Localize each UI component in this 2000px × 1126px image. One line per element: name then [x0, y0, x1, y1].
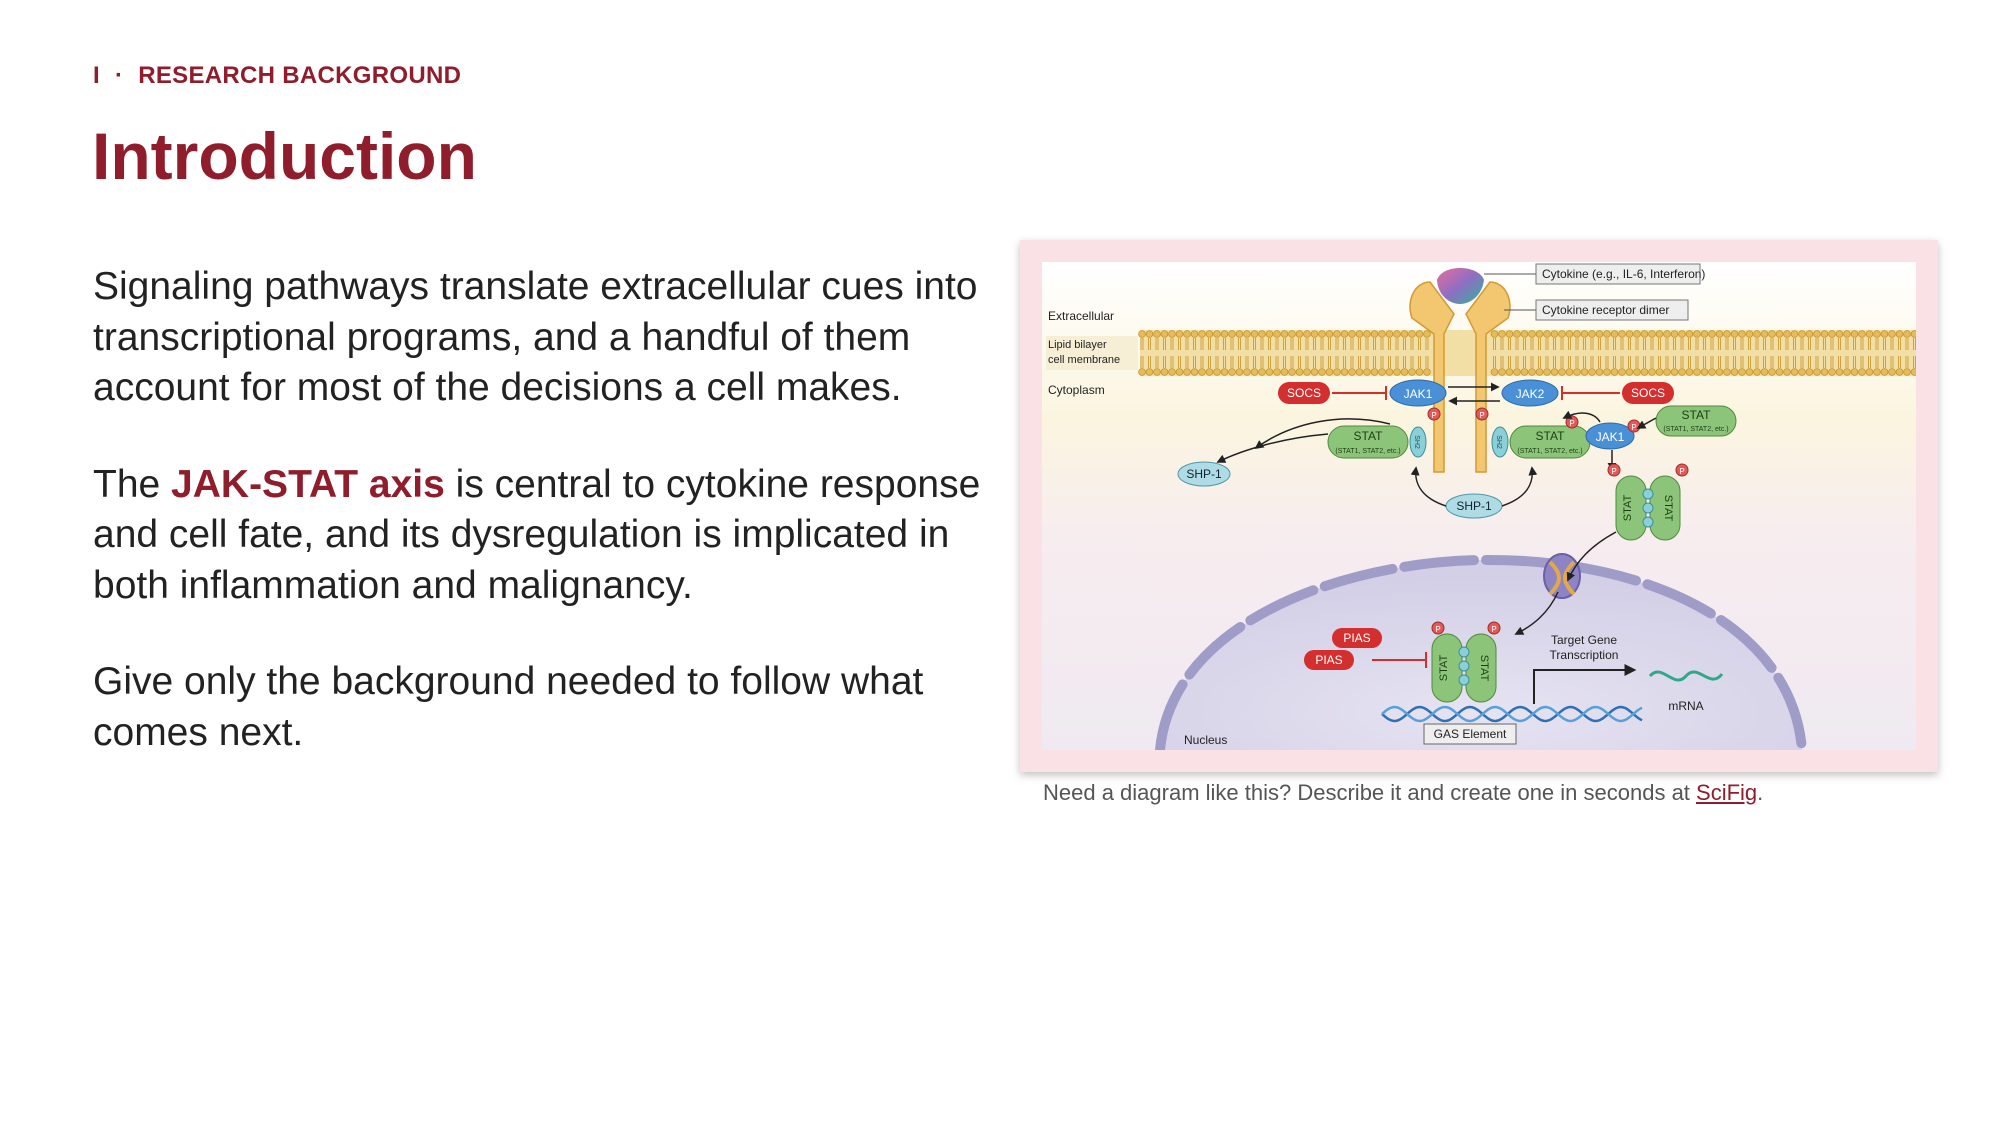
figure-caption: Need a diagram like this? Describe it an…	[1043, 780, 1763, 806]
stat-left-text: STAT	[1354, 429, 1384, 443]
arrow-shp1-return	[1254, 418, 1391, 450]
svg-text:STAT: STAT	[1438, 654, 1450, 681]
figure-frame: Cytokine (e.g., IL-6, Interferon) Cytoki…	[1020, 240, 1938, 772]
jak1-right-text: JAK1	[1596, 430, 1625, 444]
pias-2-text: PIAS	[1315, 653, 1342, 667]
section-eyebrow: I · RESEARCH BACKGROUND	[93, 62, 461, 90]
lipid-label-box	[1046, 336, 1138, 370]
arrow-jak1-to-stat	[1562, 410, 1601, 423]
gas-element-text: GAS Element	[1434, 727, 1507, 741]
section-separator: ·	[114, 62, 124, 89]
svg-text:P: P	[1679, 467, 1684, 476]
stat-dimer-cytoplasm: STAT STAT P P	[1607, 463, 1689, 541]
svg-text:P: P	[1435, 625, 1440, 634]
callout-receptor: Cytokine receptor dimer	[1504, 299, 1689, 321]
jak-stat-highlight: JAK-STAT axis	[171, 462, 445, 506]
jak2-receptor	[1501, 379, 1559, 407]
section-number: I	[93, 62, 100, 89]
jak-stat-diagram: Cytokine (e.g., IL-6, Interferon) Cytoki…	[1042, 262, 1916, 750]
arrow-stat-to-jak1	[1636, 417, 1657, 429]
nuclear-pore	[1543, 553, 1581, 599]
jak1-text: JAK1	[1404, 387, 1433, 401]
stat-middle-text: STAT	[1536, 429, 1566, 443]
phospho-stat-middle: P	[1565, 415, 1579, 429]
svg-text:P: P	[1569, 419, 1574, 428]
arrow-pore-to-nuclear-stat	[1514, 591, 1559, 635]
paragraph-2: The JAK-STAT axis is central to cytokine…	[93, 460, 983, 612]
jak1-right	[1585, 422, 1635, 450]
socs-right-text: SOCS	[1631, 386, 1665, 400]
stat-left-sub: (STAT1, STAT2, etc.)	[1335, 448, 1400, 455]
label-extracellular: Extracellular	[1048, 309, 1114, 323]
svg-text:STAT: STAT	[1662, 495, 1674, 522]
stat-far-right-sub: (STAT1, STAT2, etc.)	[1663, 426, 1728, 433]
stat-middle-sub: (STAT1, STAT2, etc.)	[1517, 448, 1582, 455]
sh2-middle	[1491, 426, 1509, 458]
cytokine-ligand	[1437, 268, 1484, 304]
stat-far-right-text: STAT	[1682, 408, 1712, 422]
jak2-text: JAK2	[1516, 387, 1545, 401]
socs-left-text: SOCS	[1287, 386, 1321, 400]
pias-1	[1332, 628, 1382, 648]
shp1-left	[1177, 461, 1231, 487]
target-gene-1: Target Gene	[1551, 633, 1617, 647]
shp1-left-text: SHP-1	[1186, 467, 1222, 481]
svg-text:STAT: STAT	[1622, 494, 1634, 521]
caption-text: Need a diagram like this? Describe it an…	[1043, 780, 1697, 805]
socs-left	[1278, 382, 1330, 404]
arrow-shp1-mid-left	[1410, 466, 1447, 507]
callout-cytokine: Cytokine (e.g., IL-6, Interferon)	[1484, 263, 1705, 285]
callout-receptor-text: Cytokine receptor dimer	[1542, 303, 1669, 317]
section-label: RESEARCH BACKGROUND	[138, 62, 462, 89]
target-gene-2: Transcription	[1550, 648, 1619, 662]
svg-text:STAT: STAT	[1478, 655, 1490, 682]
label-cytoplasm: Cytoplasm	[1048, 383, 1105, 397]
caption-end: .	[1757, 780, 1764, 805]
svg-text:SH2: SH2	[1495, 435, 1502, 449]
callout-cytokine-text: Cytokine (e.g., IL-6, Interferon)	[1542, 267, 1705, 281]
svg-text:P: P	[1491, 625, 1496, 634]
phospho-jak1-right: P	[1627, 419, 1641, 433]
socs-right	[1622, 382, 1674, 404]
svg-text:SH2: SH2	[1413, 435, 1420, 449]
page-title: Introduction	[92, 119, 477, 193]
phospho-receptor-right: P	[1475, 407, 1489, 421]
arrow-stat-to-shp1	[1216, 433, 1329, 463]
transcription-arrow	[1533, 664, 1637, 704]
label-lipid-2: cell membrane	[1048, 354, 1120, 366]
pias-1-text: PIAS	[1343, 631, 1370, 645]
paragraph-1: Signaling pathways translate extracellul…	[93, 265, 978, 409]
dna-helix	[1381, 705, 1643, 723]
stat-left	[1327, 425, 1409, 459]
svg-text:P: P	[1631, 423, 1636, 432]
mrna-label: mRNA	[1668, 699, 1703, 713]
svg-text:P: P	[1611, 467, 1616, 476]
scifig-link[interactable]: SciFig	[1696, 780, 1758, 805]
label-lipid-1: Lipid bilayer	[1048, 339, 1107, 351]
nuclear-envelope	[1155, 554, 1807, 750]
gas-element-box	[1423, 723, 1517, 745]
pias-2	[1304, 650, 1354, 670]
figure-panel: Cytokine (e.g., IL-6, Interferon) Cytoki…	[1042, 262, 1916, 750]
stat-dimer-nucleus: STAT STAT P P	[1431, 621, 1501, 703]
stat-far-right	[1655, 405, 1737, 437]
svg-text:P: P	[1479, 411, 1484, 420]
shp1-middle-text: SHP-1	[1456, 499, 1492, 513]
cytokine-receptor-dimer	[1409, 281, 1511, 473]
mrna-strand	[1648, 670, 1724, 682]
jak1-receptor	[1389, 379, 1447, 407]
svg-text:P: P	[1431, 411, 1436, 420]
sh2-left	[1409, 426, 1427, 458]
body-text: Signaling pathways translate extracellul…	[93, 262, 983, 804]
p2-pre: The	[93, 462, 172, 506]
arrow-dimer-to-nucleus	[1566, 531, 1617, 582]
phospho-receptor-left: P	[1427, 407, 1441, 421]
arrow-shp1-mid-right	[1501, 466, 1538, 507]
paragraph-3: Give only the background needed to follo…	[93, 660, 924, 754]
label-nucleus: Nucleus	[1184, 733, 1227, 747]
lipid-bilayer	[1138, 330, 1916, 376]
p2-post: is central to cytokine response and cell…	[93, 462, 981, 607]
